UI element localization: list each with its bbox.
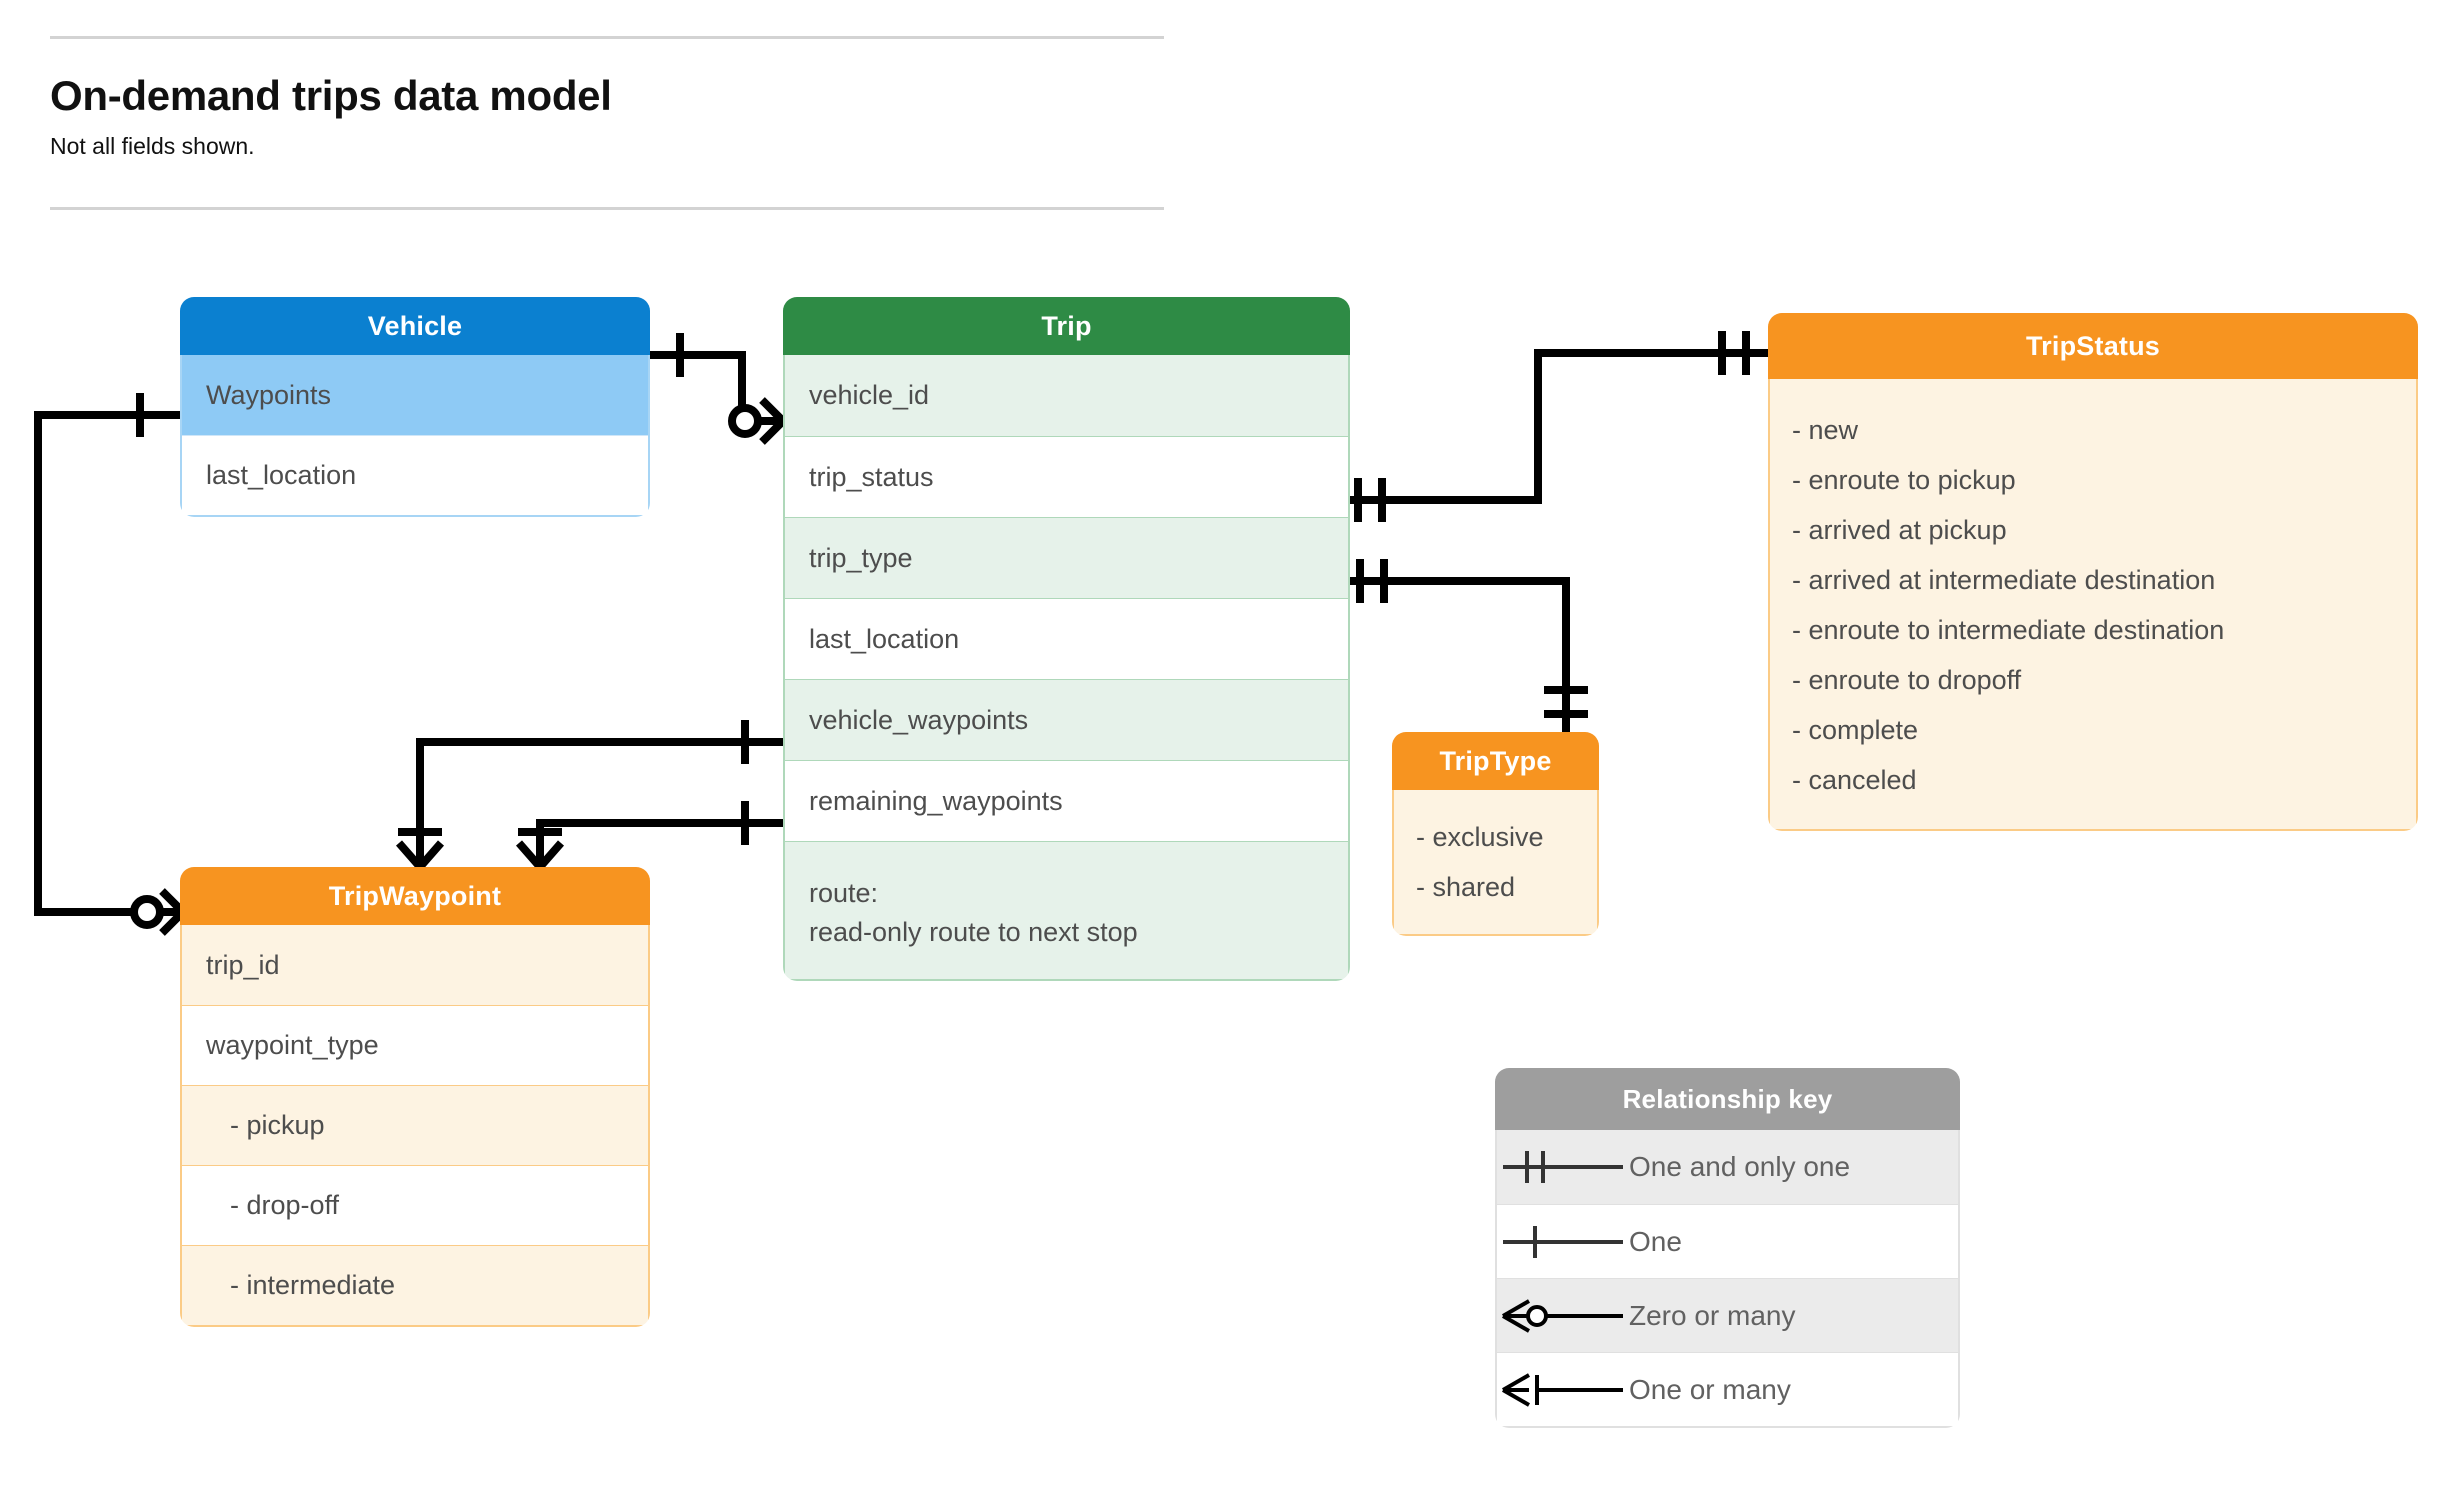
entity-trip-status-title: TripStatus	[1768, 313, 2418, 379]
entity-trip-waypoint-title: TripWaypoint	[180, 867, 650, 925]
header-divider-bottom	[50, 207, 1164, 210]
card-crowsfoot-tripwaypoint-b	[515, 840, 565, 870]
trip-type-value: - exclusive	[1416, 822, 1544, 852]
entity-trip-title: Trip	[783, 297, 1350, 355]
key-label: One	[1629, 1225, 1682, 1257]
field-trip-route-label: route:	[809, 878, 879, 908]
key-label: One and only one	[1629, 1151, 1851, 1182]
one-or-many-icon	[1497, 1368, 1629, 1412]
page-subtitle: Not all fields shown.	[50, 133, 255, 159]
field-tripwaypoint-trip-id[interactable]: trip_id	[182, 925, 648, 1005]
card-one-only-one-triptype	[1544, 686, 1588, 718]
card-one-only-one-tripstatus	[1718, 331, 1750, 375]
card-crowsfoot-trip-vehicleid	[759, 397, 786, 445]
link-trip-remaining-waypoints	[536, 819, 783, 862]
header-divider-top	[50, 36, 1164, 39]
entity-trip-status[interactable]: TripStatus - new - enroute to pickup - a…	[1768, 313, 2418, 831]
card-one-only-one-trip-type	[1356, 559, 1388, 603]
entity-trip-type-body: - exclusive - shared	[1392, 790, 1599, 936]
entity-trip-type[interactable]: TripType - exclusive - shared	[1392, 732, 1599, 936]
key-label: Zero or many	[1629, 1299, 1796, 1331]
field-trip-route-description: read-only route to next stop	[809, 917, 1138, 948]
page-title: On-demand trips data model	[50, 72, 612, 119]
link-vehicle-waypoints-to-tripwaypoint	[34, 411, 180, 916]
field-trip-remaining-waypoints[interactable]: remaining_waypoints	[785, 760, 1348, 841]
trip-status-value: - enroute to intermediate destination	[1792, 615, 2225, 645]
entity-trip-type-title: TripType	[1392, 732, 1599, 790]
entity-vehicle-title: Vehicle	[180, 297, 650, 355]
field-vehicle-waypoints[interactable]: Waypoints	[182, 355, 648, 435]
relationship-key-title: Relationship key	[1495, 1068, 1960, 1130]
entity-vehicle[interactable]: Vehicle Waypoints last_location	[180, 297, 650, 517]
card-crowsfoot-tripwaypoint-a	[395, 840, 445, 870]
entity-trip-waypoint-body: trip_id waypoint_type - pickup - drop-of…	[180, 925, 650, 1327]
key-label: One or many	[1629, 1373, 1791, 1405]
one-and-only-one-icon	[1497, 1145, 1629, 1189]
trip-status-value: - canceled	[1792, 765, 1917, 795]
zero-or-many-icon	[1497, 1294, 1629, 1338]
link-vehicle-to-trip	[650, 351, 746, 421]
relationship-key-body: One and only one One	[1495, 1130, 1960, 1428]
trip-status-value: - enroute to pickup	[1792, 465, 2016, 495]
one-icon	[1497, 1220, 1629, 1264]
link-trip-to-tripstatus	[1350, 349, 1768, 504]
trip-status-value: - complete	[1792, 715, 1919, 745]
field-trip-last-location[interactable]: last_location	[785, 598, 1348, 679]
key-row-zero-or-many: Zero or many	[1497, 1278, 1958, 1352]
field-trip-route[interactable]: route: read-only route to next stop	[785, 841, 1348, 979]
field-tripwaypoint-value-dropoff[interactable]: - drop-off	[182, 1165, 648, 1245]
key-row-one-or-many: One or many	[1497, 1352, 1958, 1426]
field-tripwaypoint-value-pickup[interactable]: - pickup	[182, 1085, 648, 1165]
key-row-one: One	[1497, 1204, 1958, 1278]
card-zero-circle-trip-vehicleid	[728, 404, 762, 438]
trip-status-value: - new	[1792, 415, 1859, 445]
field-trip-vehicle-waypoints[interactable]: vehicle_waypoints	[785, 679, 1348, 760]
entity-vehicle-body: Waypoints last_location	[180, 355, 650, 517]
key-row-one-and-only-one: One and only one	[1497, 1130, 1958, 1204]
trip-type-value: - shared	[1416, 872, 1516, 902]
field-trip-trip-status[interactable]: trip_status	[785, 436, 1348, 517]
field-trip-vehicle-id[interactable]: vehicle_id	[785, 355, 1348, 436]
field-tripwaypoint-waypoint-type[interactable]: waypoint_type	[182, 1005, 648, 1085]
link-trip-to-triptype	[1350, 577, 1570, 732]
entity-trip-status-body: - new - enroute to pickup - arrived at p…	[1768, 379, 2418, 831]
relationship-key-legend: Relationship key One and only one	[1495, 1068, 1960, 1428]
link-trip-vehicle-waypoints	[416, 738, 783, 862]
field-trip-trip-type[interactable]: trip_type	[785, 517, 1348, 598]
card-zero-circle-tripwaypoint-left	[130, 895, 164, 929]
card-one-only-one-trip-status	[1354, 478, 1386, 522]
entity-trip-waypoint[interactable]: TripWaypoint trip_id waypoint_type - pic…	[180, 867, 650, 1327]
field-tripwaypoint-value-intermediate[interactable]: - intermediate	[182, 1245, 648, 1325]
entity-trip[interactable]: Trip vehicle_id trip_status trip_type la…	[783, 297, 1350, 981]
trip-status-value: - enroute to dropoff	[1792, 665, 2022, 695]
entity-trip-body: vehicle_id trip_status trip_type last_lo…	[783, 355, 1350, 981]
field-vehicle-last-location[interactable]: last_location	[182, 435, 648, 515]
trip-status-value: - arrived at intermediate destination	[1792, 565, 2216, 595]
trip-status-value: - arrived at pickup	[1792, 515, 2007, 545]
